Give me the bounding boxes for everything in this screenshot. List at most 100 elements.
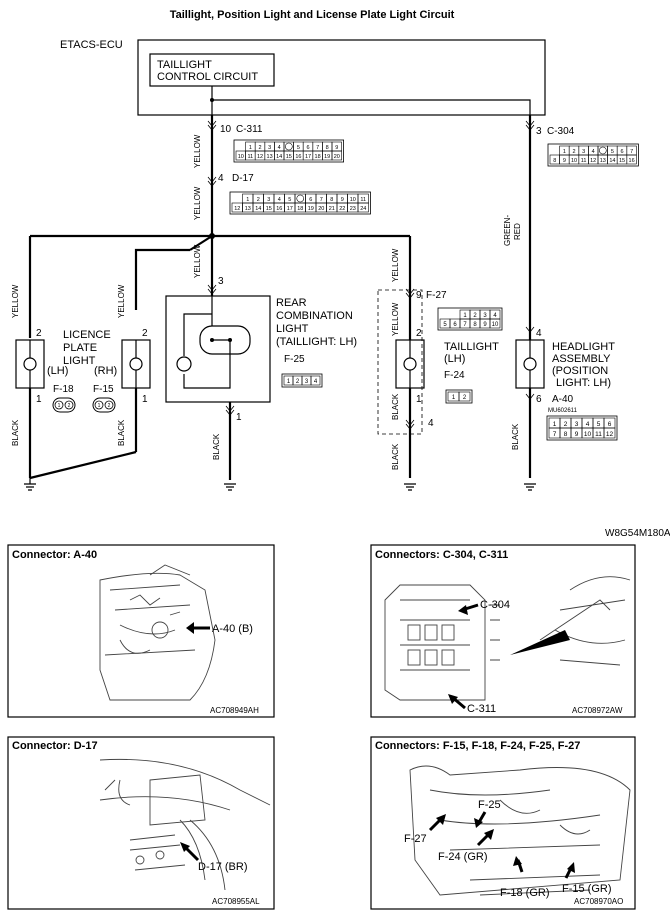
f27-cell-label: 1 [463,313,467,319]
head-label-1: HEADLIGHT [552,341,615,353]
d17-name: D-17 [232,173,254,184]
licence-label-3: LIGHT [63,355,96,367]
f18-frame [52,397,76,413]
licence-label-2: PLATE [63,342,97,354]
f27-name: F-27 [426,290,447,301]
c311-cell-label: 4 [278,145,281,151]
ecu-label: ETACS-ECU [60,39,123,51]
d17-cell-label: 24 [360,206,366,212]
d17-cell-label: 2 [257,197,260,203]
rear-filament-a [211,296,230,341]
a40-cell-label: 4 [586,421,590,428]
wire-bus-diag [189,235,213,251]
panel-a40-callout: A-40 (B) [212,623,253,635]
panel-c304-sketch [384,576,631,701]
wire-label-yellow-lic-rh: YELLOW [117,284,126,318]
d17-cell-label: 6 [309,197,312,203]
c311-key-circle [284,142,293,151]
rear-combination-box [165,295,271,403]
c304-name: C-304 [547,126,575,137]
f24-cell-label: 2 [463,395,467,401]
pin-lic-rh-1: 1 [142,394,148,405]
c304-cell [626,154,637,165]
rear-secondary-bulb [176,356,192,372]
d17-cell-label: 7 [320,197,323,203]
f15-pin [104,400,114,410]
head-label-3: (POSITION [552,365,608,377]
panel-f-title: Connectors: F-15, F-18, F-24, F-25, F-27 [375,740,580,752]
arrow-f25-head [474,818,483,828]
wire-label-black-tail-2: BLACK [391,443,400,470]
d17-cell-label: 1 [246,197,249,203]
a40-cell-label: 5 [597,421,601,428]
a40-cell-label: 12 [606,431,614,438]
wire-label-yellow-rear: YELLOW [193,244,202,278]
pin-mark-c304-a [525,120,535,127]
ground-symbol-lic [24,483,36,491]
d17-cell-label: 12 [234,206,240,212]
f25-cell-label: 1 [287,379,291,385]
a40-cell-label: 3 [575,421,579,428]
rear-label-3: LIGHT [276,323,309,335]
panel-a40-code: AC708949AH [210,706,259,715]
d17-key-circle [296,194,305,203]
c311-cell-label: 1 [249,145,252,151]
d17-cell-label: 22 [339,206,345,212]
wire-label-red: RED [513,223,522,240]
panel-f-code: AC708970AO [574,897,623,906]
panel-d17-sketch [99,758,271,891]
rear-bulb-outline [199,325,251,355]
f24-cell [458,391,471,402]
d17-cell-label: 5 [288,197,291,203]
d17-cell-label: 23 [350,206,356,212]
pin-lic-rh-2: 2 [142,328,148,339]
rear-node-b [228,338,232,342]
ground-symbol-rear [224,483,236,491]
a40-cell-label: 6 [608,421,612,428]
pin-mark-d17-a [207,176,217,183]
panel-f-f27: F-27 [404,833,427,845]
arrow-d17-head [180,842,190,852]
pin-lic-lh-1: 1 [36,394,42,405]
f18-label: F-18 [53,384,74,395]
licence-lh-label: (LH) [47,365,68,377]
licence-light-lh-bulb [23,357,37,371]
panel-c304-callout1: C-304 [480,599,510,611]
f27-cell-label: 10 [492,322,499,328]
panel-a40 [7,544,275,718]
pin-lic-lh-2: 2 [36,328,42,339]
f15-pin-label: 2 [108,403,111,409]
c311-cell-label: 6 [306,145,309,151]
f18-pin-label: 1 [58,403,61,409]
d17-cell-label: 18 [297,206,303,212]
diagram-code: W8G54M180A [605,528,670,539]
c304-cell-label: 5 [611,149,614,155]
f27-cell-label: 5 [443,322,447,328]
c304-cell-label: 1 [563,149,566,155]
head-label-2: ASSEMBLY [552,353,611,365]
f24-label: F-24 [444,370,465,381]
c311-name: C-311 [236,124,263,135]
f18-pin [54,400,64,410]
c304-cell-label: 13 [600,158,606,164]
d17-pin: 4 [218,173,224,184]
f27-cell-label: 4 [493,313,497,319]
pin-mark-rear-d [225,409,235,416]
wire-label-yellow-2: YELLOW [193,186,202,220]
panel-f-f24: F-24 (GR) [438,851,488,863]
wire-label-black-rear: BLACK [212,433,221,460]
panel-a40-sketch [99,564,216,701]
c311-cell-label: 10 [238,154,244,160]
pin-mark-c311-a [207,120,217,127]
panel-c304-callout2: C-311 [467,703,496,715]
wire-bus-to-rh [134,248,190,310]
rear-label-4: (TAILLIGHT: LH) [276,336,357,348]
pin-mark-f27-b [405,292,415,299]
arrow-f24-head [484,829,494,840]
c311-cell-label: 5 [297,145,300,151]
d17-cell-label: 9 [341,197,344,203]
a40-cell-label: 11 [595,431,602,438]
f25-cell-label: 4 [314,379,318,385]
